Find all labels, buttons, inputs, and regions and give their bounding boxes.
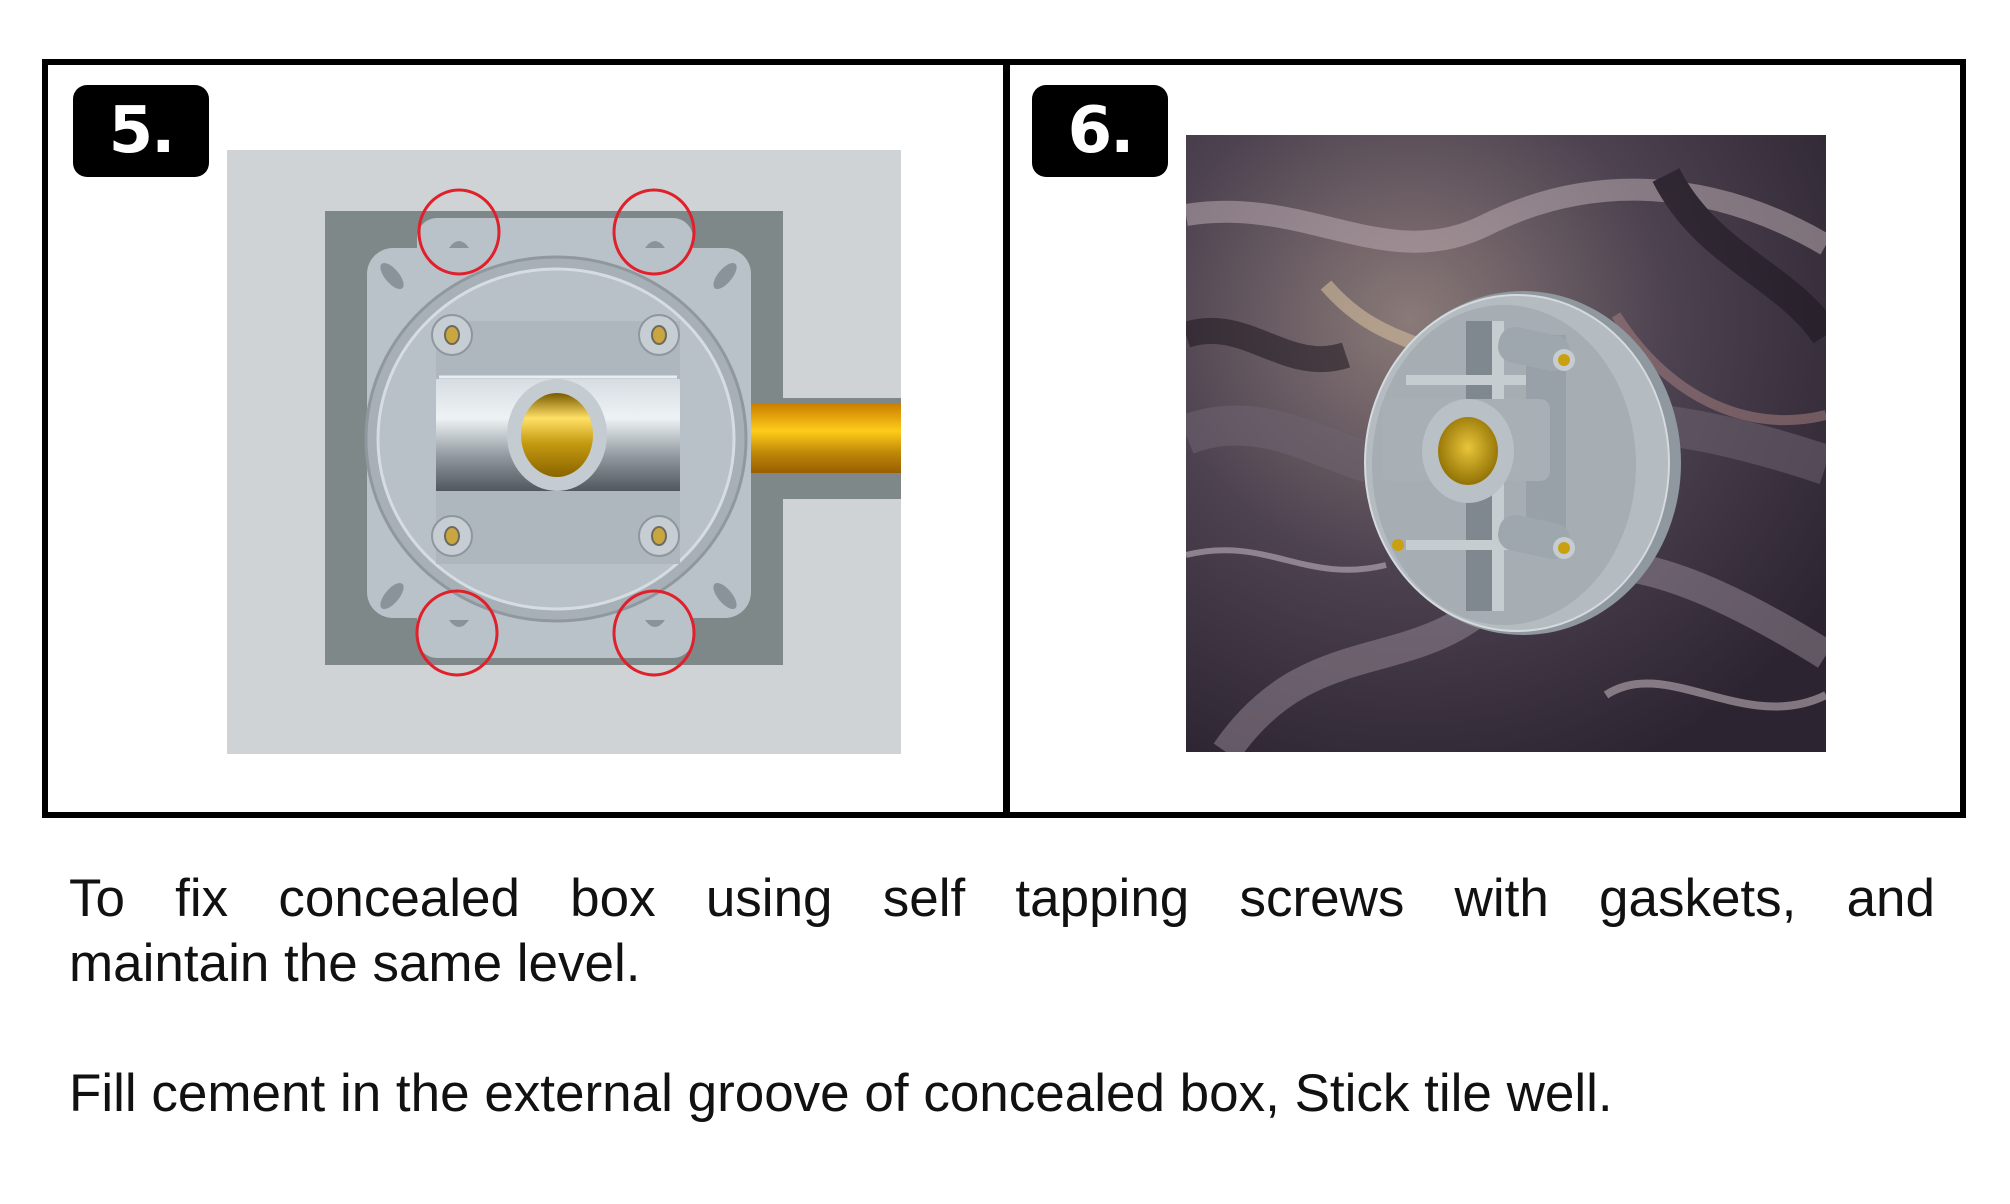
instruction-line-2: maintain the same level. bbox=[69, 934, 641, 993]
instruction-line-3: Fill cement in the external groove of co… bbox=[69, 1064, 1613, 1123]
instruction-paragraph-2: Fill cement in the external groove of co… bbox=[69, 1061, 1935, 1126]
step-6-badge: 6. bbox=[1032, 85, 1168, 177]
step-5-badge: 5. bbox=[73, 85, 209, 177]
panel-divider bbox=[1003, 59, 1010, 818]
step-6-illustration bbox=[1186, 135, 1826, 752]
step-5-illustration bbox=[227, 150, 901, 754]
instruction-paragraph-1: To fix concealed box using self tapping … bbox=[69, 866, 1935, 996]
instruction-line-1: To fix concealed box using self tapping … bbox=[69, 869, 1935, 928]
